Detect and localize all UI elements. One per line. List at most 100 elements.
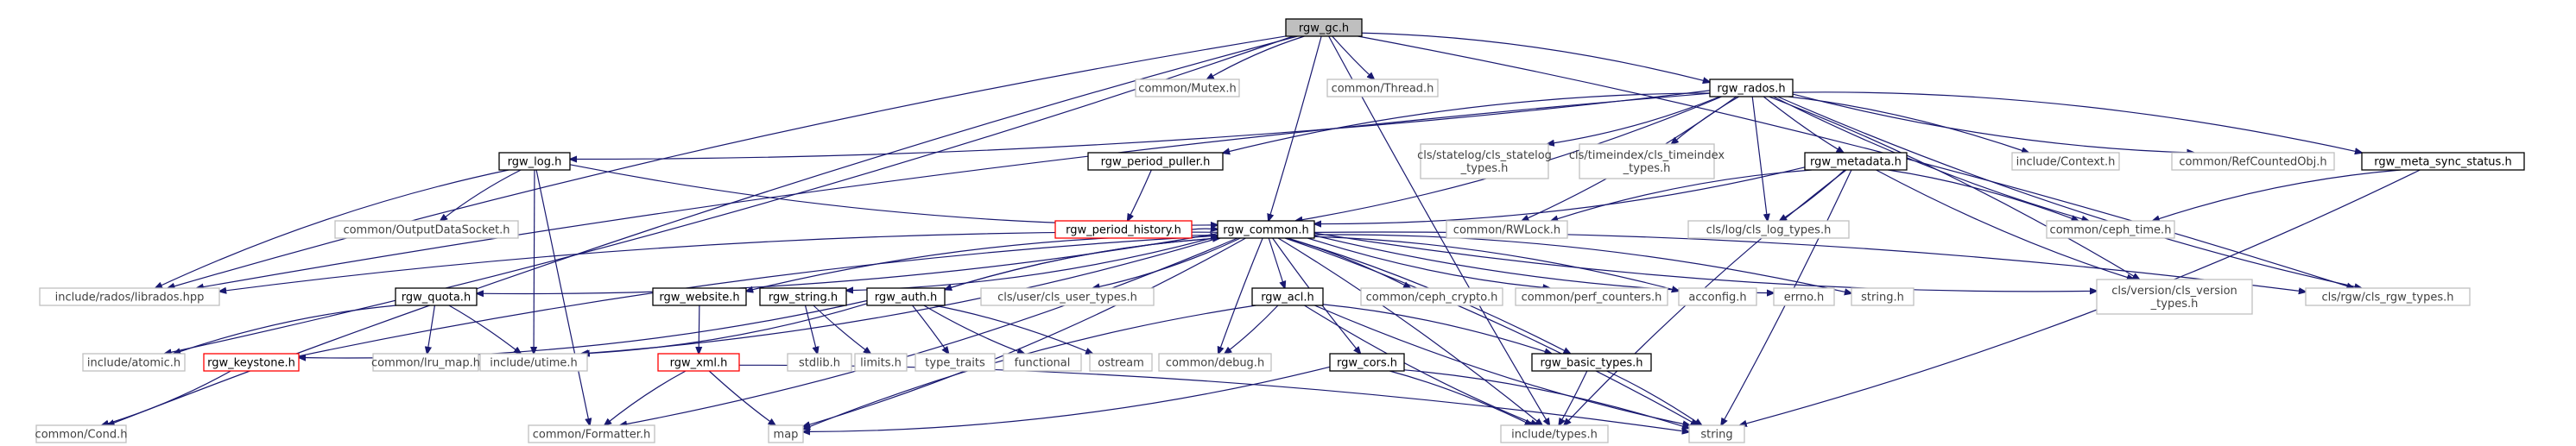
node-rgw-string[interactable]: rgw_string.h <box>759 287 847 306</box>
node-box <box>1420 143 1549 179</box>
edge-rgw_acl-to-common_debug <box>1225 305 1279 354</box>
node-label: rgw_website.h <box>659 292 739 305</box>
node-box <box>1089 353 1153 372</box>
node-rgw-acl[interactable]: rgw_acl.h <box>1251 287 1324 306</box>
node-label: include/atomic.h <box>87 357 180 370</box>
edge-rgw_gc-to-include_rados <box>168 35 1287 288</box>
edge-rgw_auth-to-rgw_keystone <box>299 299 868 359</box>
edge-rgw_log-to-common_outputdata <box>440 169 522 221</box>
node-label: acconfig.h <box>1688 292 1746 305</box>
node-errno[interactable]: errno.h <box>1773 287 1835 306</box>
node-common-ceph-time[interactable]: common/ceph_time.h <box>2046 220 2175 239</box>
edge-rgw_auth-to-rgw_common <box>944 238 1220 291</box>
node-box <box>334 220 519 239</box>
node-common-thread[interactable]: common/Thread.h <box>1326 79 1439 97</box>
node-label: common/debug.h <box>1166 357 1264 370</box>
edge-rgw_gc-to-common_mutex <box>1207 35 1305 79</box>
edge-rgw_acl-to-string <box>1314 305 1689 425</box>
edge-rgw_basic_types-to-include_types <box>1559 370 1588 425</box>
node-common-refcounted[interactable]: common/RefCountedObj.h <box>2171 152 2335 171</box>
node-box <box>2171 152 2335 171</box>
node-box <box>1773 287 1835 306</box>
node-label: rgw_common.h <box>1223 224 1309 237</box>
edge-rgw_rados-to-include_context <box>1788 96 2029 153</box>
node-common-cond[interactable]: common/Cond.h <box>35 424 128 443</box>
node-box <box>1688 424 1745 443</box>
node-rgw-xml[interactable]: rgw_xml.h <box>657 353 740 372</box>
node-cls-user[interactable]: cls/user/cls_user_types.h <box>980 287 1155 306</box>
node-string-h[interactable]: string.h <box>1851 287 1915 306</box>
node-rgw-period-history[interactable]: rgw_period_history.h <box>1054 220 1193 239</box>
node-cls-rgw[interactable]: cls/rgw/cls_rgw_types.h <box>2305 287 2471 306</box>
node-include-atomic[interactable]: include/atomic.h <box>82 353 186 372</box>
node-common-formatter[interactable]: common/Formatter.h <box>528 424 655 443</box>
node-rgw-auth[interactable]: rgw_auth.h <box>866 287 946 306</box>
node-rgw-keystone[interactable]: rgw_keystone.h <box>203 353 300 372</box>
node-include-types[interactable]: include/types.h <box>1500 424 1609 443</box>
edge-rgw_xml-to-common_formatter <box>604 370 687 425</box>
node-box <box>1851 287 1915 306</box>
edge-rgw_log-to-common_formatter <box>535 169 590 425</box>
edge-rgw_rados-to-rgw_period_puller <box>1223 92 1711 153</box>
node-label: common/Cond.h <box>35 429 128 442</box>
node-common-debug[interactable]: common/debug.h <box>1158 353 1272 372</box>
node-include-context[interactable]: include/Context.h <box>2011 152 2120 171</box>
node-rgw-rados[interactable]: rgw_rados.h <box>1709 79 1794 97</box>
node-ostream[interactable]: ostream <box>1089 353 1153 372</box>
node-cls-statelog[interactable]: cls/statelog/cls_statelog_types.h <box>1417 143 1552 179</box>
node-rgw-period-puller[interactable]: rgw_period_puller.h <box>1087 152 1224 171</box>
node-rgw-metadata[interactable]: rgw_metadata.h <box>1804 152 1908 171</box>
edge-rgw_log-to-include_utime <box>534 169 535 354</box>
node-limits[interactable]: limits.h <box>854 353 908 372</box>
node-common-crypto[interactable]: common/ceph_crypto.h <box>1360 287 1503 306</box>
node-common-mutex[interactable]: common/Mutex.h <box>1135 79 1240 97</box>
node-label: include/utime.h <box>490 357 577 370</box>
node-box <box>854 353 908 372</box>
node-label: rgw_auth.h <box>875 292 937 305</box>
node-rgw-meta-sync[interactable]: rgw_meta_sync_status.h <box>2361 152 2525 171</box>
node-common-lru[interactable]: common/lru_map.h <box>371 353 480 372</box>
edge-rgw_log-to-include_rados <box>155 169 510 288</box>
node-cls-timeindex[interactable]: cls/timeindex/cls_timeindex_types.h <box>1569 143 1725 179</box>
node-rgw-quota[interactable]: rgw_quota.h <box>395 287 478 306</box>
node-box <box>1804 152 1908 171</box>
edge-rgw_string-to-stdlib <box>804 305 818 354</box>
node-box <box>652 287 747 306</box>
node-common-outputdata[interactable]: common/OutputDataSocket.h <box>334 220 519 239</box>
node-functional[interactable]: functional <box>1003 353 1082 372</box>
edge-rgw_auth-to-include_utime <box>583 303 868 354</box>
edge-rgw_acl-to-rgw_basic_types <box>1322 304 1552 354</box>
node-label: limits.h <box>860 357 902 370</box>
node-rgw-log[interactable]: rgw_log.h <box>498 152 571 171</box>
node-rgw-basic-types[interactable]: rgw_basic_types.h <box>1531 353 1652 372</box>
node-string[interactable]: string <box>1688 424 1745 443</box>
edge-rgw_quota-to-include_atomic <box>174 305 397 354</box>
node-label: rgw_xml.h <box>670 357 728 370</box>
node-rgw-website[interactable]: rgw_website.h <box>652 287 747 306</box>
edge-rgw_rados-to-rgw_meta_sync <box>1792 91 2362 153</box>
node-box <box>1326 79 1439 97</box>
edge-rgw_rados-to-cls_rgw <box>1777 96 2361 288</box>
node-common-rwlock[interactable]: common/RWLock.h <box>1446 220 1568 239</box>
node-rgw-common[interactable]: rgw_common.h <box>1217 220 1315 239</box>
node-box <box>1446 220 1568 239</box>
edge-rgw_common-to-string_h <box>1313 234 1851 293</box>
node-box <box>915 353 996 372</box>
node-map[interactable]: map <box>768 424 804 443</box>
node-type-traits[interactable]: type_traits <box>915 353 996 372</box>
node-box <box>1678 287 1757 306</box>
edge-rgw_xml-to-map <box>708 370 775 425</box>
node-box <box>395 287 478 306</box>
edge-rgw_string-to-limits <box>813 305 870 354</box>
node-acconfig[interactable]: acconfig.h <box>1678 287 1757 306</box>
node-rgw-cors[interactable]: rgw_cors.h <box>1329 353 1405 372</box>
node-cls-version[interactable]: cls/version/cls_version_types.h <box>2096 279 2253 315</box>
node-common-perf[interactable]: common/perf_counters.h <box>1515 287 1668 306</box>
node-stdlib[interactable]: stdlib.h <box>787 353 852 372</box>
node-include-rados[interactable]: include/rados/librados.hpp <box>39 287 220 306</box>
node-label: common/Thread.h <box>1332 83 1434 96</box>
node-cls-log[interactable]: cls/log/cls_log_types.h <box>1687 220 1850 239</box>
node-include-utime[interactable]: include/utime.h <box>479 353 588 372</box>
node-label: rgw_metadata.h <box>1810 156 1902 169</box>
edge-rgw_log-to-rgw_common <box>569 164 1218 225</box>
